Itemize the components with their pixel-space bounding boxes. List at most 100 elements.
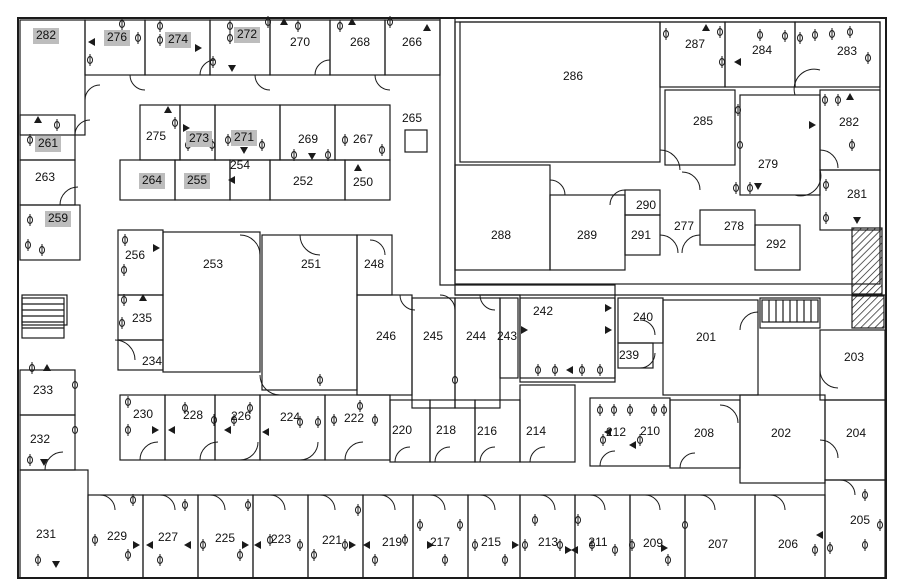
outlet-symbol [225,134,231,146]
room-label-r209: 209 [643,536,663,550]
outlet-symbol [331,414,337,426]
room-label-r228: 228 [183,408,203,422]
room-label-r265: 265 [402,111,422,125]
outlet-symbol [457,519,463,531]
room-label-highlight [139,173,165,189]
room-label-r232: 232 [30,432,50,446]
room-label-r208: 208 [694,426,714,440]
device-marker [242,541,249,549]
outlet-symbol [315,416,321,428]
room-label-r290: 290 [636,198,656,212]
room-label-r255: 255 [187,173,207,187]
room-label-r210: 210 [640,424,660,438]
room-label-r281: 281 [847,187,867,201]
outlet-symbol [522,539,528,551]
outlet-symbol [357,400,363,412]
device-marker [224,426,231,434]
outlet-symbol [119,317,125,329]
outlet-symbol [379,144,385,156]
outlet-symbol [472,539,478,551]
room-label-r264: 264 [142,173,162,187]
room-label-highlight [104,30,130,46]
outlet-symbol [862,489,868,501]
outlet-symbol [297,416,303,428]
outlet-symbol [121,294,127,306]
room-label-r211: 211 [588,535,607,549]
outlet-symbol [182,499,188,511]
outlet-symbol [847,26,853,38]
room-label-r229: 229 [107,529,127,543]
room-label-r287: 287 [685,37,705,51]
room-label-r252: 252 [293,174,313,188]
outlet-symbol [735,104,741,116]
outlet-symbol [342,539,348,551]
room-label-r218: 218 [436,423,456,437]
outlet-symbol [637,434,643,446]
outlet-symbol [502,554,508,566]
outlet-symbol [532,514,538,526]
room-label-r222: 222 [344,411,364,425]
outlet-symbol [557,539,563,551]
outlet-symbol [575,514,581,526]
device-marker [40,459,48,466]
outlet-symbol [812,544,818,556]
device-marker [164,106,172,113]
room-label-r275: 275 [146,129,166,143]
outlet-symbol [747,182,753,194]
room-label-r289: 289 [577,228,597,242]
outlet-symbol [247,402,253,414]
outlet-symbol [865,52,871,64]
room-label-r212: 212 [606,425,626,439]
device-marker [754,183,762,190]
top-right-rooms [454,21,883,295]
outlet-symbol [719,56,725,68]
room-label-r256: 256 [125,248,145,262]
device-marker [133,541,140,549]
outlet-symbol [291,149,297,161]
room-label-r202: 202 [771,426,791,440]
device-marker [146,541,153,549]
outlet-symbol [387,16,393,28]
outlet-symbol [665,554,671,566]
device-marker [254,541,261,549]
room-label-r225: 225 [215,531,235,545]
outlet-symbol [835,94,841,106]
outlet-symbol [210,56,216,68]
room-label-r272: 272 [237,27,257,41]
room-label-r201: 201 [696,330,716,344]
outlet-symbol [372,554,378,566]
room-label-r254: 254 [230,158,250,172]
room-label-highlight [33,28,59,44]
outlet-symbol [597,404,603,416]
room-label-r227: 227 [158,530,178,544]
room-label-r266: 266 [402,35,422,49]
device-marker [354,164,362,171]
room-label-r239: 239 [619,348,639,362]
device-marker [34,116,42,123]
outlet-symbol [200,539,206,551]
device-marker [605,326,612,334]
room-label-r251: 251 [301,257,321,271]
room-label-r243: 243 [497,329,517,343]
outlet-symbol [72,424,78,436]
room-label-r274: 274 [168,32,188,46]
outlet-symbol [135,32,141,44]
device-marker [605,304,612,312]
outlet-symbol [597,364,603,376]
label-highlights [33,27,260,227]
device-marker [168,426,175,434]
outlet-symbol [862,539,868,551]
outlet-symbol [717,26,723,38]
room-label-r224: 224 [280,410,300,424]
room-label-r213: 213 [538,535,558,549]
bottom-rooms [87,479,886,579]
outlet-symbol [130,494,136,506]
device-marker [702,24,710,31]
outlet-symbol [237,549,243,561]
device-marker [363,541,370,549]
outlet-symbol [54,119,60,131]
room-label-r219: 219 [382,535,402,549]
outlet-symbol [823,179,829,191]
room-label-r250: 250 [353,175,373,189]
